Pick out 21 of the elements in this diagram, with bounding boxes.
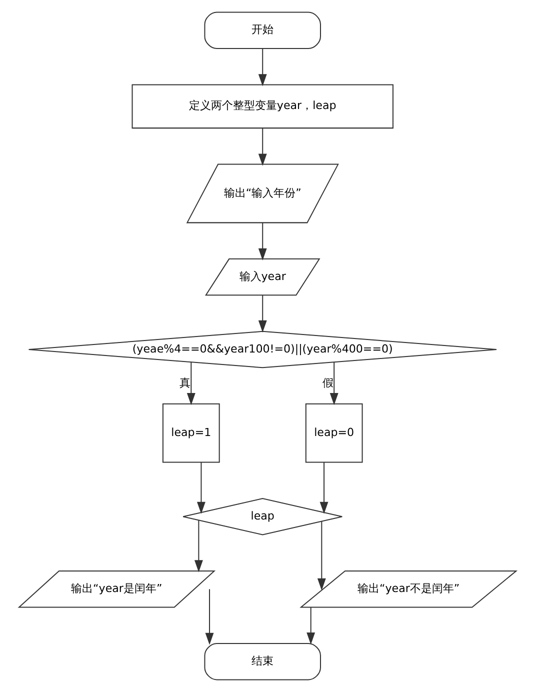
node-diamond: leap	[182, 498, 343, 536]
arrow	[205, 589, 214, 645]
arrow	[194, 520, 203, 572]
node-diamond: (yeae%4==0&&year100!=0)||(year%400==0)	[28, 330, 497, 368]
node-box: 开始	[204, 12, 321, 50]
arrow	[258, 295, 267, 333]
arrow	[186, 362, 196, 406]
arrow	[258, 48, 267, 86]
arrow	[258, 222, 267, 260]
edge-label: 真	[180, 376, 191, 390]
arrow	[258, 128, 267, 166]
arrow	[320, 462, 328, 514]
node-box: 结束	[204, 642, 321, 680]
edge-label: 假	[322, 376, 334, 390]
node-box: leap=1	[162, 403, 220, 463]
node-box: 定义两个整型变量year，leap	[132, 84, 394, 129]
node-box: leap=0	[305, 403, 363, 463]
arrow	[330, 362, 338, 406]
arrow	[196, 462, 206, 514]
arrow	[317, 521, 326, 590]
arrow	[306, 607, 316, 645]
